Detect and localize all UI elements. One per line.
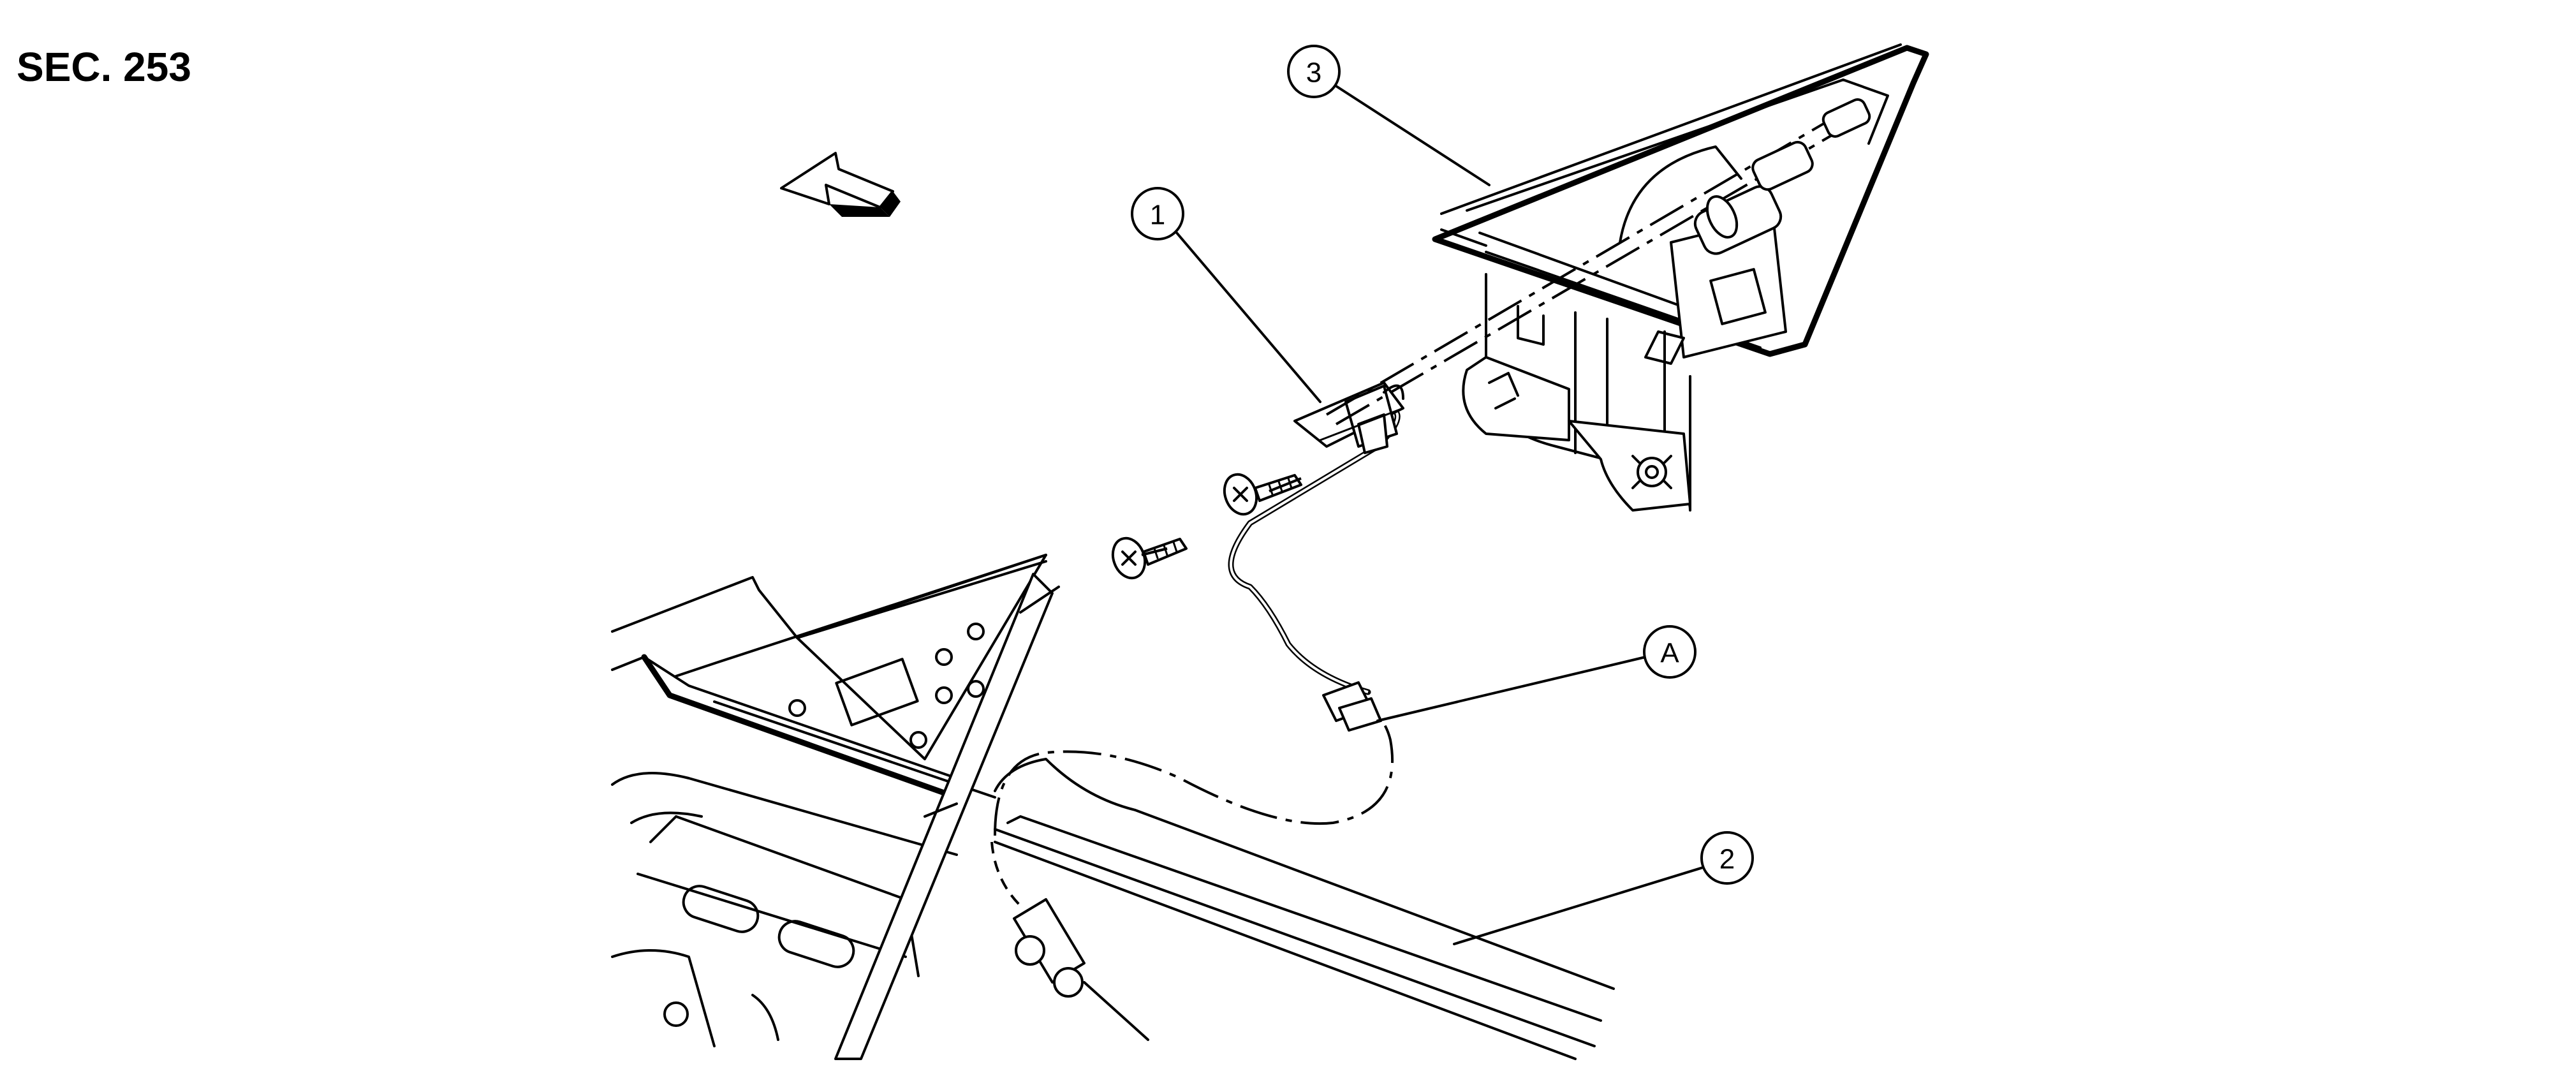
screw-icon	[1223, 473, 1302, 516]
body-structure	[611, 554, 1615, 1060]
callout-3-label: 3	[1306, 57, 1321, 89]
callout-2: 2	[1453, 831, 1754, 945]
screw-icon	[1111, 536, 1188, 580]
callout-A: A	[1376, 625, 1696, 722]
callout-2-label: 2	[1719, 844, 1735, 875]
section-label: SEC. 253	[17, 44, 191, 90]
callout-3: 3	[1287, 45, 1490, 186]
corner-finisher	[1432, 43, 1929, 512]
sensor-unit	[1293, 381, 1404, 454]
callout-1-label: 1	[1150, 200, 1165, 231]
front-direction-arrow-icon	[780, 152, 901, 217]
harness	[990, 405, 1401, 1041]
callout-A-label: A	[1660, 638, 1679, 669]
callout-1: 1	[1131, 187, 1321, 403]
